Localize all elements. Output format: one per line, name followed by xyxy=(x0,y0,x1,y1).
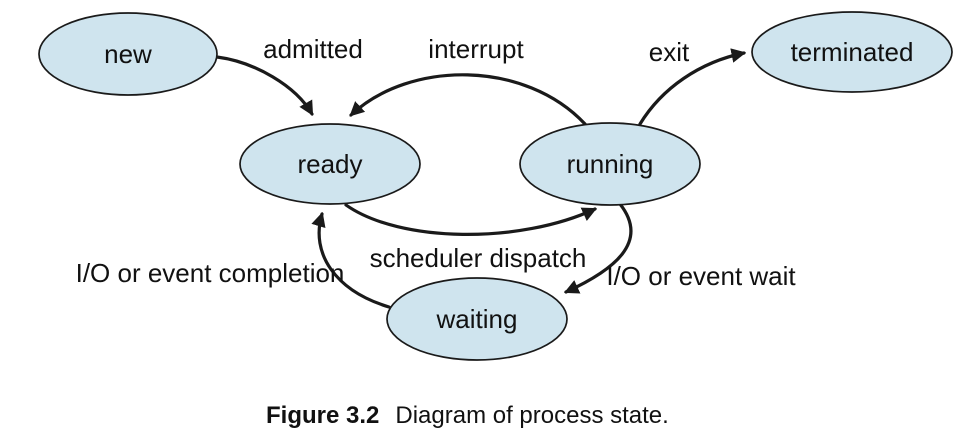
state-node-waiting xyxy=(386,277,568,361)
figure-caption-title: Diagram of process state. xyxy=(395,402,668,429)
edge-interrupt-arrow xyxy=(349,73,587,126)
state-nodes: new ready running terminated waiting xyxy=(38,11,953,361)
edge-admitted-arrow xyxy=(215,55,314,116)
state-node-new xyxy=(38,12,218,96)
edge-label-interrupt: interrupt xyxy=(428,34,524,64)
edge-label-admitted: admitted xyxy=(263,34,363,64)
edge-label-exit: exit xyxy=(649,37,690,67)
transition-edges xyxy=(215,48,747,309)
state-label-terminated: terminated xyxy=(791,37,914,67)
state-node-ready xyxy=(239,123,421,205)
edge-label-io-wait: I/O or event wait xyxy=(606,261,796,291)
state-label-ready: ready xyxy=(297,149,362,179)
figure-caption-number: Figure 3.2 xyxy=(266,402,379,429)
edge-io-wait-arrow xyxy=(563,202,633,294)
edge-label-scheduler-dispatch: scheduler dispatch xyxy=(370,243,587,273)
state-label-waiting: waiting xyxy=(436,304,518,334)
edge-exit-arrow xyxy=(638,48,747,126)
state-node-terminated xyxy=(751,11,953,93)
figure-caption: Figure 3.2 Diagram of process state. xyxy=(266,402,669,429)
state-node-running xyxy=(519,122,701,206)
state-label-running: running xyxy=(567,149,654,179)
state-label-new: new xyxy=(104,39,152,69)
transition-labels: admitted interrupt exit scheduler dispat… xyxy=(76,34,797,291)
edge-label-io-completion: I/O or event completion xyxy=(76,258,345,288)
edge-scheduler-dispatch-arrow xyxy=(344,203,598,236)
edge-io-completion-arrow xyxy=(311,211,391,309)
